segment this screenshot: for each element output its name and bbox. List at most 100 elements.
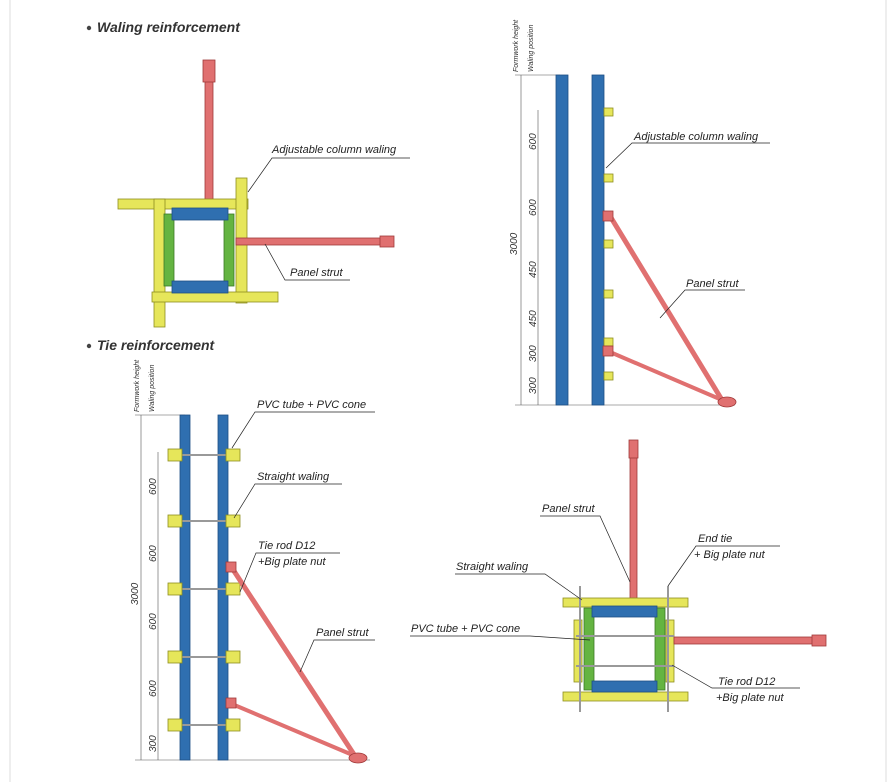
strut-base-plate (717, 396, 737, 408)
plan-view-waling: Adjustable column waling Panel strut (117, 59, 410, 328)
waler-bottom (151, 291, 279, 303)
heading-waling-reinforcement: Waling reinforcement (97, 19, 241, 35)
bullet-icon (86, 25, 92, 31)
panel-strut-diagonal (229, 566, 358, 758)
waler-bracket (603, 239, 614, 249)
strut-head (202, 59, 216, 83)
dimension-segment: 600 (148, 478, 159, 495)
plan-view-tie: Panel strut End tie + Big plate nut Stra… (410, 439, 827, 712)
dimension-total: 3000 (130, 582, 141, 605)
label-waling-position: Waling position (149, 365, 156, 412)
leader-line (233, 483, 342, 519)
label-panel-strut: Panel strut (542, 503, 596, 515)
leader-line (667, 545, 780, 587)
label-pvc-tube-cone: PVC tube + PVC cone (257, 399, 366, 411)
panel-strut-vertical (204, 77, 214, 209)
tie-level (167, 448, 241, 462)
waler-bracket (603, 371, 614, 381)
column-form-top (171, 207, 229, 221)
leader-line (247, 157, 410, 193)
label-adjustable-column-waling: Adjustable column waling (633, 131, 759, 143)
leader-line (659, 289, 745, 319)
dimension-segment: 300 (148, 735, 159, 752)
tie-level (167, 650, 241, 664)
label-tie-rod: Tie rod D12 (718, 676, 775, 688)
waler-bracket (603, 337, 614, 347)
strut-head (602, 345, 614, 357)
leader-line (264, 243, 350, 281)
elevation-waling: Formwork height Waling position 3000 600… (509, 19, 770, 408)
panel-strut-vertical (629, 454, 638, 606)
dimension-segment: 600 (528, 133, 539, 150)
label-straight-waling: Straight waling (456, 561, 529, 573)
waler-bottom (562, 691, 689, 702)
label-straight-waling: Straight waling (257, 471, 330, 483)
waler-bracket (603, 173, 614, 183)
label-formwork-height: Formwork height (513, 19, 520, 72)
panel-strut-kicker (609, 350, 723, 402)
column-form-bottom (591, 680, 658, 693)
panel-left (163, 213, 175, 287)
column-form-left (555, 74, 569, 406)
label-pvc-tube-cone: PVC tube + PVC cone (411, 623, 520, 635)
panel-right (654, 607, 666, 691)
column-form-top (591, 605, 658, 618)
strut-head (811, 634, 827, 647)
panel-strut-diagonal (607, 214, 725, 402)
tie-level (167, 514, 241, 528)
tie-level (167, 718, 241, 732)
dimension-total: 3000 (509, 232, 520, 255)
heading-tie-reinforcement: Tie reinforcement (97, 337, 216, 353)
label-big-plate-nut: +Big plate nut (258, 556, 327, 568)
leader-line (671, 664, 800, 689)
leader-line (605, 142, 770, 169)
label-end-tie-nut: + Big plate nut (694, 549, 766, 561)
dimension-segment: 450 (528, 261, 539, 278)
leader-line (231, 411, 375, 449)
waler-bracket (603, 289, 614, 299)
strut-head (628, 439, 639, 459)
label-panel-strut: Panel strut (316, 627, 370, 639)
panel-right (223, 213, 235, 287)
leader-line (455, 573, 583, 601)
strut-head (225, 697, 237, 709)
label-waling-position: Waling position (528, 25, 535, 72)
leader-line (410, 635, 591, 641)
strut-base-plate (348, 752, 368, 764)
dimension-segment: 600 (148, 680, 159, 697)
waler-top (117, 198, 249, 210)
dimension-segment: 600 (148, 545, 159, 562)
dimension-segment: 450 (528, 310, 539, 327)
label-panel-strut: Panel strut (290, 267, 344, 279)
dimension-segment: 300 (528, 377, 539, 394)
waler-left (153, 198, 166, 328)
waler-left (573, 619, 583, 683)
label-big-plate-nut: +Big plate nut (716, 692, 785, 704)
leader-line (540, 515, 631, 583)
leader-line (299, 639, 375, 673)
panel-strut-kicker (231, 702, 356, 758)
dimension-segment: 300 (528, 345, 539, 362)
strut-head (225, 561, 237, 573)
column-form-bottom (171, 280, 229, 294)
panel-strut-horizontal (235, 237, 387, 246)
label-tie-rod: Tie rod D12 (258, 540, 315, 552)
label-formwork-height: Formwork height (134, 359, 141, 412)
label-end-tie: End tie (698, 533, 732, 545)
leader-line (239, 552, 340, 593)
strut-head (602, 210, 614, 222)
column-form-right (591, 74, 605, 406)
label-panel-strut: Panel strut (686, 278, 740, 290)
dimension-segment: 600 (528, 199, 539, 216)
bullet-icon (86, 343, 92, 349)
dimension-segment: 600 (148, 613, 159, 630)
waler-bracket (603, 107, 614, 117)
panel-left (583, 607, 595, 691)
elevation-tie: Formwork height Waling position 3000 600… (130, 359, 375, 764)
label-adjustable-column-waling: Adjustable column waling (271, 144, 397, 156)
tie-level (167, 582, 241, 596)
waler-right (665, 619, 675, 683)
strut-head (379, 235, 395, 248)
